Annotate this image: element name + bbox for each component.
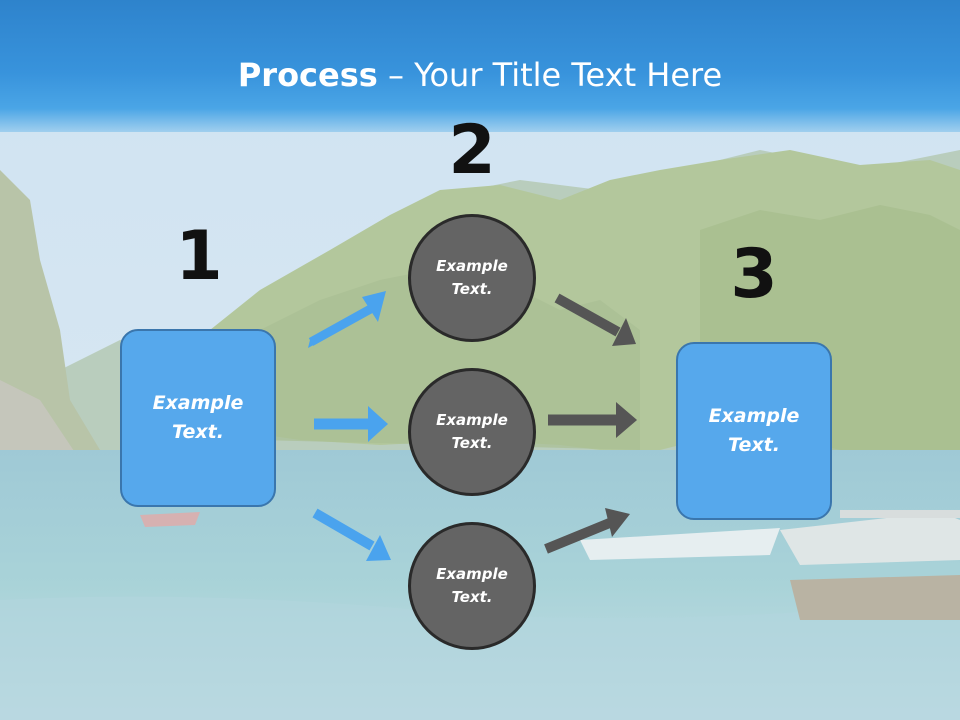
slide-title: Process – Your Title Text Here bbox=[0, 54, 960, 96]
output-box-line1: Example bbox=[708, 405, 800, 427]
title-bar bbox=[0, 0, 960, 132]
input-box-line2: Text. bbox=[172, 421, 224, 443]
input-box-line1: Example bbox=[152, 392, 244, 414]
title-bold: Process bbox=[237, 56, 378, 94]
title-rest: – Your Title Text Here bbox=[377, 56, 723, 94]
circle-middle-line1: Example bbox=[436, 411, 508, 429]
circle-top-line1: Example bbox=[436, 257, 508, 275]
output-box: Example Text. bbox=[676, 342, 832, 520]
step-number-1: 1 bbox=[175, 217, 223, 296]
circle-bottom-line2: Text. bbox=[451, 588, 493, 606]
process-circle-top: Example Text. bbox=[408, 214, 536, 342]
process-circle-middle: Example Text. bbox=[408, 368, 536, 496]
circle-top-line2: Text. bbox=[451, 280, 493, 298]
step-number-2: 2 bbox=[448, 111, 496, 190]
step-number-3: 3 bbox=[730, 235, 778, 314]
output-box-line2: Text. bbox=[728, 434, 780, 456]
input-box: Example Text. bbox=[120, 329, 276, 507]
circle-middle-line2: Text. bbox=[451, 434, 493, 452]
circle-bottom-line1: Example bbox=[436, 565, 508, 583]
process-circle-bottom: Example Text. bbox=[408, 522, 536, 650]
